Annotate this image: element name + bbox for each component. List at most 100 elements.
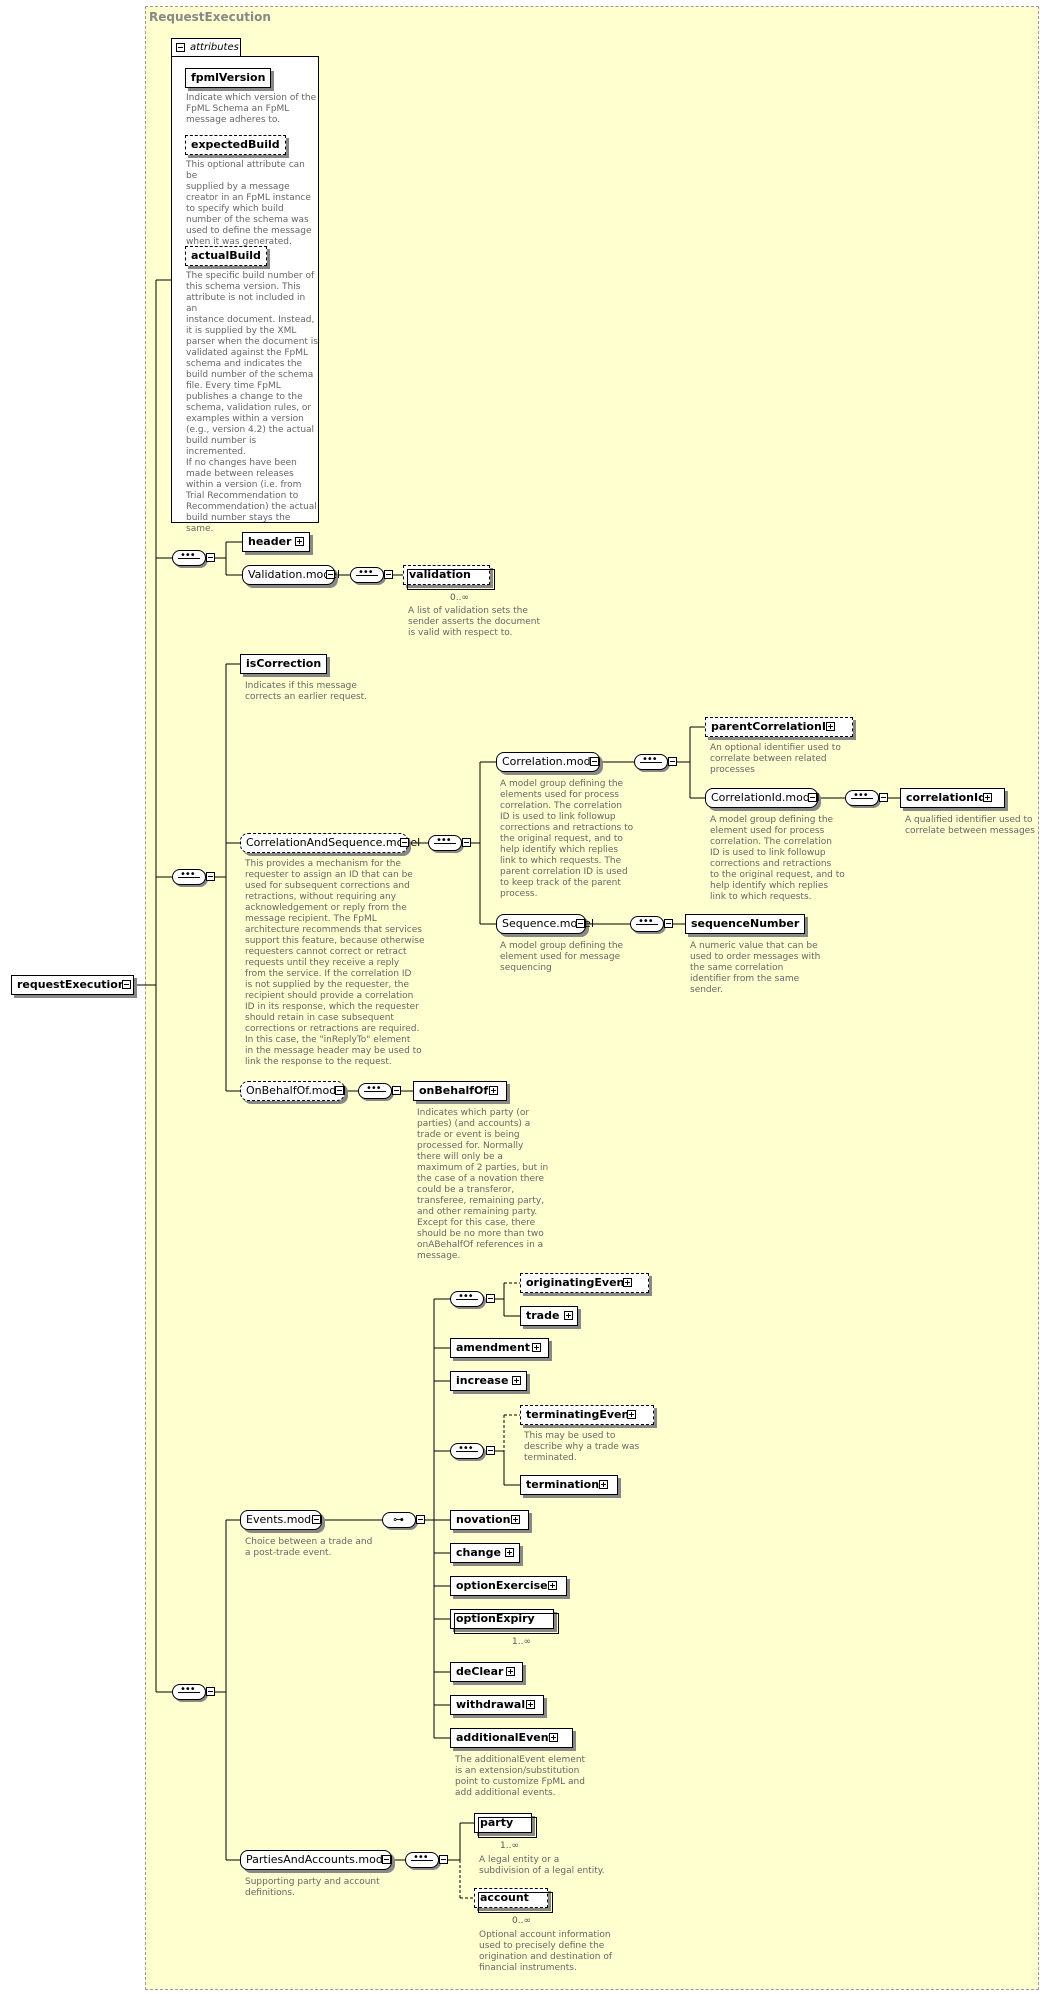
element-isCorrection[interactable]: isCorrection [240, 654, 328, 674]
element-novation[interactable]: novation [450, 1510, 530, 1530]
group-events-model[interactable]: Events.model [240, 1510, 322, 1530]
element-validation[interactable]: validation [403, 565, 495, 590]
collapse-icon[interactable] [122, 980, 131, 989]
element-increase[interactable]: increase [450, 1371, 528, 1391]
collapse-icon[interactable] [668, 757, 677, 766]
element-header[interactable]: header [242, 532, 311, 552]
element-deClear[interactable]: deClear [450, 1662, 523, 1682]
collapse-icon[interactable] [879, 793, 888, 802]
expand-icon[interactable] [512, 1376, 521, 1385]
group-correlation-model[interactable]: Correlation.model [496, 752, 600, 772]
expand-icon[interactable] [489, 1086, 498, 1095]
expand-icon[interactable] [549, 1733, 558, 1742]
sequence-compositor[interactable] [405, 1852, 439, 1868]
attr-actualBuild-desc: The specific build number of this schema… [186, 271, 318, 534]
element-onBehalfOf[interactable]: onBehalfOf [413, 1081, 508, 1101]
group-onBehalfOf-model[interactable]: OnBehalfOf.model [240, 1081, 346, 1101]
collapse-icon[interactable] [400, 838, 409, 847]
expand-icon[interactable] [295, 537, 304, 546]
attributes-tab[interactable]: attributes [171, 38, 241, 56]
expand-icon[interactable] [599, 1480, 608, 1489]
element-additionalEvent[interactable]: additionalEvent [450, 1728, 573, 1748]
correlationId-model-desc: A model group defining the element used … [710, 815, 845, 902]
element-trade[interactable]: trade [520, 1306, 579, 1326]
sequence-compositor[interactable] [630, 916, 664, 932]
sequence-compositor[interactable] [172, 550, 206, 566]
sequence-compositor[interactable] [172, 1684, 206, 1700]
expand-icon[interactable] [564, 1311, 573, 1320]
collapse-icon[interactable] [416, 1515, 425, 1524]
sequence-compositor[interactable] [172, 869, 206, 885]
collapse-icon[interactable] [392, 1086, 401, 1095]
sequence-compositor[interactable] [450, 1291, 484, 1307]
root-element[interactable]: requestExecution [11, 975, 134, 995]
expand-icon[interactable] [826, 722, 835, 731]
collapse-icon[interactable] [590, 757, 599, 766]
attr-actualBuild[interactable]: actualBuild [185, 246, 267, 266]
collapse-icon[interactable] [335, 1086, 344, 1095]
element-party[interactable]: party [474, 1813, 538, 1838]
collapse-icon[interactable] [206, 553, 215, 562]
sequenceNumber-desc: A numeric value that can be used to orde… [690, 941, 821, 995]
element-termination[interactable]: termination [520, 1475, 619, 1495]
correlation-and-sequence-desc: This provides a mechanism for the reques… [245, 859, 425, 1067]
group-parties-and-accounts-model[interactable]: PartiesAndAccounts.model [240, 1850, 393, 1870]
expand-icon[interactable] [548, 1581, 557, 1590]
element-parentCorrelationId[interactable]: parentCorrelationId [705, 717, 853, 737]
correlationId-desc: A qualified identifier used to correlate… [905, 815, 1035, 836]
sequence-compositor[interactable] [634, 754, 668, 770]
terminatingEvent-desc: This may be used to describe why a trade… [524, 1431, 640, 1463]
group-correlationId-model[interactable]: CorrelationId.model [705, 788, 820, 808]
collapse-icon[interactable] [206, 1687, 215, 1696]
collapse-icon[interactable] [439, 1855, 448, 1864]
expand-icon[interactable] [627, 1410, 636, 1419]
attr-expectedBuild[interactable]: expectedBuild [185, 135, 286, 155]
collapse-icon[interactable] [808, 793, 817, 802]
onBehalfOf-desc: Indicates which party (or parties) (and … [417, 1108, 549, 1261]
collapse-icon[interactable] [384, 570, 393, 579]
element-correlationId[interactable]: correlationId [900, 788, 1005, 808]
element-optionExpiry[interactable]: optionExpiry [450, 1609, 559, 1634]
expand-icon[interactable] [511, 1515, 520, 1524]
element-sequenceNumber[interactable]: sequenceNumber [685, 914, 806, 934]
events-model-desc: Choice between a trade and a post-trade … [245, 1537, 373, 1558]
expand-icon[interactable] [983, 793, 992, 802]
expand-icon[interactable] [505, 1548, 514, 1557]
collapse-icon[interactable] [664, 919, 673, 928]
element-amendment[interactable]: amendment [450, 1338, 550, 1358]
group-sequence-model[interactable]: Sequence.model [496, 914, 594, 934]
collapse-icon[interactable] [486, 1294, 495, 1303]
collapse-icon[interactable] [312, 1515, 321, 1524]
element-originatingEvent[interactable]: originatingEvent [520, 1273, 649, 1293]
collapse-icon[interactable] [462, 838, 471, 847]
attr-fpmlVersion[interactable]: fpmlVersion [185, 68, 272, 88]
parentCorrelationId-desc: An optional identifier used to correlate… [710, 743, 841, 775]
expand-icon[interactable] [526, 1700, 535, 1709]
element-optionExercise[interactable]: optionExercise [450, 1576, 567, 1596]
element-withdrawal[interactable]: withdrawal [450, 1695, 545, 1715]
sequence-compositor[interactable] [428, 835, 462, 851]
collapse-icon[interactable] [382, 1855, 391, 1864]
element-change[interactable]: change [450, 1543, 520, 1563]
group-correlation-and-sequence-model[interactable]: CorrelationAndSequence.model [240, 833, 420, 853]
additionalEvent-desc: The additionalEvent element is an extens… [455, 1755, 586, 1798]
expand-icon[interactable] [623, 1278, 632, 1287]
collapse-icon[interactable] [326, 570, 335, 579]
expand-icon[interactable] [532, 1343, 541, 1352]
element-terminatingEvent[interactable]: terminatingEvent [520, 1405, 654, 1425]
collapse-icon[interactable] [206, 872, 215, 881]
choice-compositor[interactable] [382, 1512, 416, 1528]
element-account[interactable]: account [474, 1888, 553, 1913]
expand-icon[interactable] [506, 1667, 515, 1676]
collapse-icon[interactable] [576, 919, 585, 928]
sequence-compositor[interactable] [350, 567, 384, 583]
sequence-compositor[interactable] [450, 1443, 484, 1459]
attr-expectedBuild-desc: This optional attribute can be supplied … [186, 160, 312, 247]
collapse-icon[interactable] [486, 1446, 495, 1455]
complex-type-title: RequestExecution [149, 10, 271, 24]
collapse-icon[interactable] [176, 43, 185, 52]
sequence-compositor[interactable] [845, 790, 879, 806]
group-validation-model[interactable]: Validation.model [242, 565, 340, 585]
sequence-compositor[interactable] [358, 1083, 392, 1099]
